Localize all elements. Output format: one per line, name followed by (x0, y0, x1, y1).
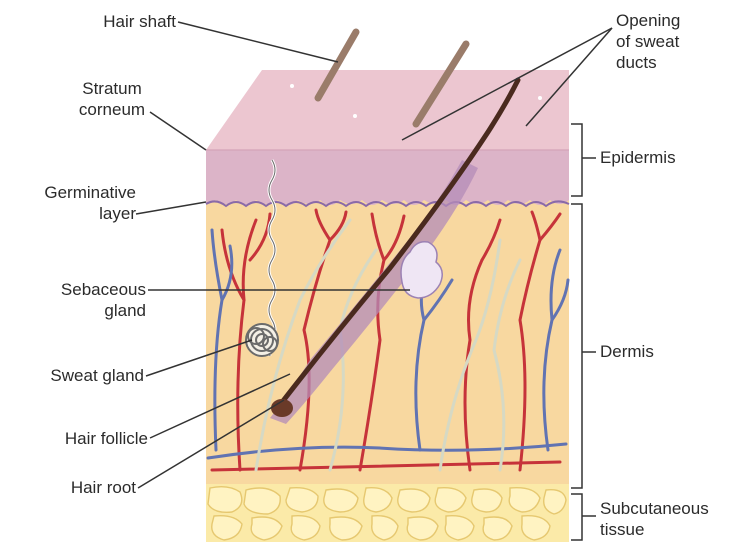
label-sebaceous-line1: Sebaceous (20, 279, 146, 300)
label-opening-line3: ducts (616, 52, 680, 73)
label-germinative-layer: Germinative layer (10, 182, 136, 224)
label-germinative-line1: Germinative (10, 182, 136, 203)
label-germinative-line2: layer (10, 203, 136, 224)
label-sebaceous-gland: Sebaceous gland (20, 279, 146, 321)
label-subcutaneous-tissue: Subcutaneous tissue (600, 498, 709, 540)
label-sweat-gland: Sweat gland (10, 365, 144, 386)
label-hair-follicle: Hair follicle (20, 428, 148, 449)
label-epidermis: Epidermis (600, 147, 676, 168)
label-subcutaneous-line2: tissue (600, 519, 709, 540)
label-stratum-line1: Stratum (52, 78, 172, 99)
label-opening-line2: of sweat (616, 31, 680, 52)
label-stratum-corneum: Stratum corneum (52, 78, 172, 120)
layer-brackets (571, 124, 596, 540)
label-sebaceous-line2: gland (20, 300, 146, 321)
label-hair-shaft: Hair shaft (76, 11, 176, 32)
label-subcutaneous-line1: Subcutaneous (600, 498, 709, 519)
label-hair-root: Hair root (40, 477, 136, 498)
epidermis-band (206, 150, 569, 205)
subcutaneous-layer (206, 482, 569, 542)
label-dermis: Dermis (600, 341, 654, 362)
label-sweat-duct-openings: Opening of sweat ducts (616, 10, 680, 73)
label-opening-line1: Opening (616, 10, 680, 31)
label-stratum-line2: corneum (52, 99, 172, 120)
